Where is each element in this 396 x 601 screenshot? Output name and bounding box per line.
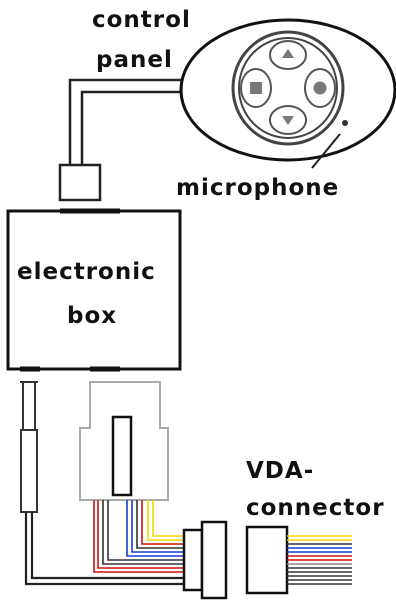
circle-icon (313, 81, 327, 95)
vda-connector-label-line2: connector (246, 495, 385, 521)
microphone-label: microphone (176, 175, 340, 201)
vda-wires (287, 535, 352, 585)
plug-slot (111, 415, 133, 497)
microphone-pointer (311, 133, 341, 169)
electronic-box-label-line1: electronic (17, 259, 156, 285)
microphone-dot (342, 120, 348, 126)
square-icon (250, 82, 262, 94)
triangle-down-icon (282, 116, 294, 125)
vda-connector-label-line1: VDA- (246, 458, 315, 484)
control-panel (179, 18, 396, 169)
control-panel-label-line2: panel (96, 47, 173, 73)
control-panel-label-line1: control (92, 7, 191, 33)
audio-jack (20, 381, 38, 513)
wire-bundle (93, 500, 184, 573)
control-panel-cable (68, 78, 190, 165)
triangle-up-icon (282, 49, 294, 58)
jack-cable (24, 512, 184, 586)
inline-connector (182, 520, 289, 600)
control-panel-plug (58, 163, 102, 202)
electronic-box-label-line2: box (67, 303, 118, 329)
electronic-box (6, 209, 182, 371)
